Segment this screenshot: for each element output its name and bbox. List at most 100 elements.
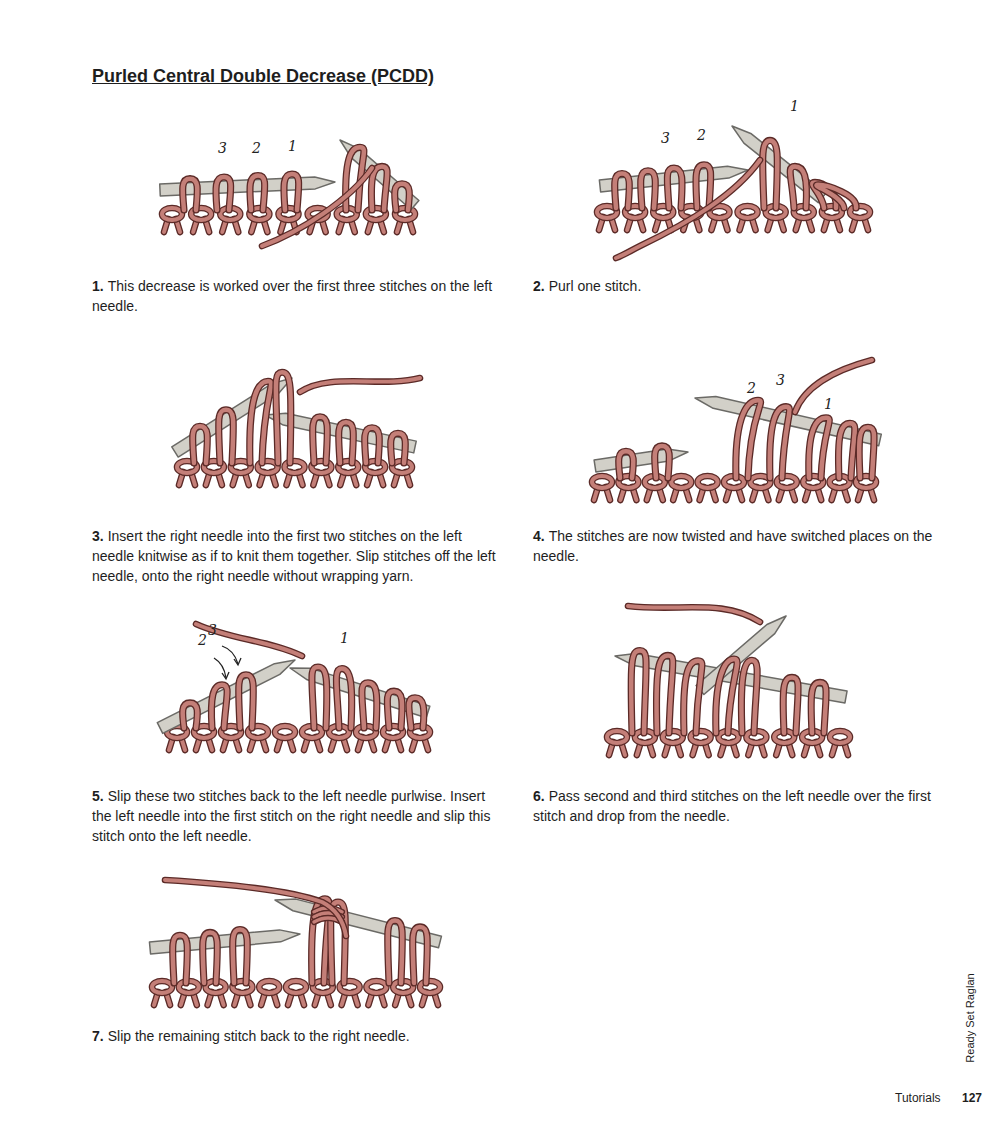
stitch-loop: [391, 433, 406, 463]
stitch-loop: [395, 184, 410, 210]
stitch-loop: [859, 427, 874, 478]
step-text: 3.Insert the right needle into the first…: [92, 526, 497, 586]
stitch-number: 1: [340, 630, 349, 646]
stitch-loop: [696, 165, 711, 208]
arrow-head: [222, 672, 229, 679]
step-instruction: Slip the remaining stitch back to the ri…: [108, 1028, 410, 1044]
step-text: 7.Slip the remaining stitch back to the …: [92, 1026, 497, 1046]
stitch-loop: [409, 698, 424, 728]
stitch-loop-outline: [641, 171, 656, 208]
stitch-loop-outline: [809, 418, 830, 478]
step-illustration: [607, 606, 850, 755]
stitch-loop: [763, 140, 778, 208]
stitch-ring: [671, 476, 691, 488]
stitch-ring-outline: [738, 206, 758, 218]
stitch-loop: [736, 400, 761, 478]
stitch-number: 1: [288, 138, 297, 154]
stitch-loop: [211, 685, 227, 728]
stitch-loop: [413, 927, 428, 983]
section-name: Tutorials: [895, 1091, 941, 1105]
stitch-loop-outline: [619, 451, 634, 478]
stitch-loop-outline: [173, 935, 188, 983]
working-yarn: [795, 360, 872, 412]
stitch-loop: [203, 932, 218, 983]
step-instruction: The stitches are now twisted and have sw…: [533, 528, 932, 564]
step-text: 5.Slip these two stitches back to the le…: [92, 786, 497, 846]
step-text: 1.This decrease is worked over the first…: [92, 276, 497, 316]
stitch-number: 2: [252, 140, 261, 156]
stitch-loop: [336, 669, 351, 728]
stitch-ring-outline: [275, 726, 295, 738]
stitch-loop-outline: [387, 691, 402, 728]
stitch-ring: [259, 981, 279, 993]
stitch-loop-outline: [216, 177, 231, 210]
stitch-loop: [233, 930, 248, 983]
step-number: 6.: [533, 788, 545, 804]
stitch-loop: [783, 677, 798, 733]
stitch-loop: [770, 407, 790, 478]
stitch-loop-outline: [233, 930, 248, 983]
step-instruction: Insert the right needle into the first t…: [92, 528, 496, 584]
stitch-ring: [366, 981, 386, 993]
stitch-loop-outline: [211, 685, 227, 728]
working-yarn-outline: [795, 360, 872, 412]
stitch-loop: [641, 171, 656, 208]
stitch-loop: [631, 650, 646, 733]
stitch-ring-outline: [366, 981, 386, 993]
stitch-loop-outline: [250, 381, 271, 463]
stitch-ring-outline: [286, 981, 306, 993]
stitch-loop-outline: [312, 667, 327, 728]
stitch-loop: [365, 428, 380, 463]
step-illustration: [592, 360, 881, 500]
stitch-loop: [716, 659, 737, 733]
stitch-loop: [816, 185, 856, 208]
stitch-loop-outline: [684, 661, 702, 733]
stitch-loop-outline: [615, 174, 630, 208]
stitch-loop-outline: [339, 422, 354, 463]
stitch-loop: [656, 655, 672, 733]
stitch-loop-outline: [741, 660, 757, 733]
stitch-loop-outline: [313, 417, 328, 463]
stitch-loop: [741, 660, 757, 733]
stitch-loop: [339, 422, 354, 463]
stitch-loop: [276, 372, 291, 463]
stitch-loop-outline: [250, 176, 265, 210]
arrow-head: [234, 658, 241, 665]
stitch-ring: [698, 476, 718, 488]
stitch-loop: [655, 446, 670, 478]
stitch-loop-outline: [783, 677, 798, 733]
step-illustration: [157, 624, 430, 750]
step-number: 3.: [92, 528, 104, 544]
working-yarn: [262, 168, 372, 246]
stitch-loop-outline: [655, 446, 670, 478]
stitch-loop-outline: [811, 682, 826, 733]
page-title: Purled Central Double Decrease (PCDD): [92, 66, 434, 87]
stitch-loop-outline: [667, 168, 682, 208]
stitch-loop-outline: [413, 927, 428, 983]
stitch-loop: [362, 683, 377, 728]
stitch-loop-outline: [219, 410, 234, 463]
stitch-loop: [838, 423, 854, 478]
stitch-loop-outline: [239, 675, 254, 728]
stitch-loop-outline: [395, 184, 410, 210]
stitch-loop-outline: [193, 426, 208, 463]
stitch-ring-outline: [259, 981, 279, 993]
stitch-loop-outline: [336, 669, 351, 728]
stitch-loop-outline: [391, 433, 406, 463]
knitting-needle: [157, 660, 295, 733]
stitch-loop-outline: [371, 166, 387, 210]
stitch-ring: [286, 981, 306, 993]
stitch-loop-outline: [838, 423, 854, 478]
stitch-loop-outline: [276, 372, 291, 463]
stitch-loop-outline: [284, 174, 299, 210]
stitch-loop: [615, 174, 630, 208]
stitch-ring-outline: [698, 476, 718, 488]
stitch-ring: [162, 208, 182, 220]
stitch-ring-outline: [152, 981, 172, 993]
stitch-ring: [607, 731, 627, 743]
stitch-loop: [183, 179, 198, 210]
stitch-ring: [275, 726, 295, 738]
step-illustration: [149, 880, 441, 1005]
step-number: 4.: [533, 528, 545, 544]
stitch-number: 3: [218, 140, 227, 156]
